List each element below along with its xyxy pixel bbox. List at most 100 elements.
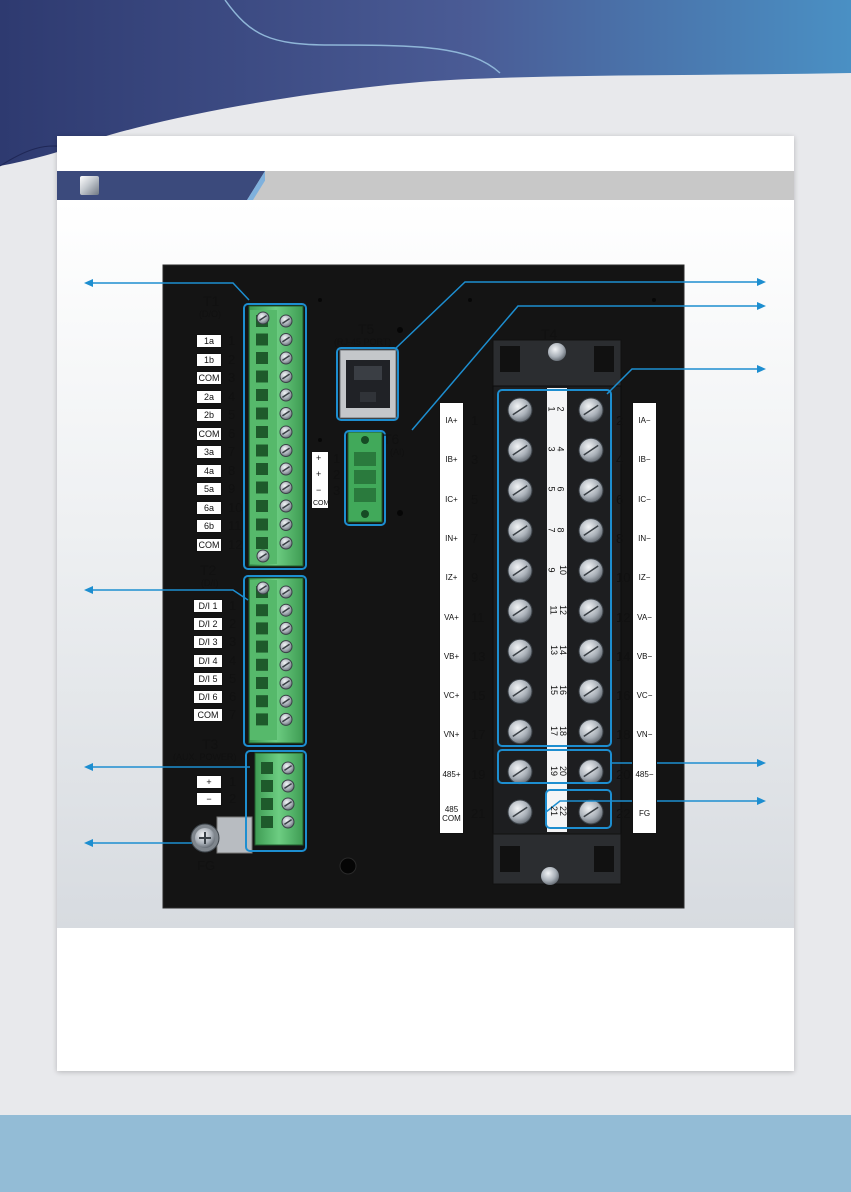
t1-terminal-label: COM <box>196 426 222 441</box>
t2-terminal-label: D/I 4 <box>193 653 223 668</box>
t3-subtitle: (AUX. POWER) <box>173 752 237 762</box>
wire-slot <box>256 370 268 383</box>
wire-slot <box>256 333 268 346</box>
wire-slot <box>256 695 268 708</box>
t1-terminal-number: 9 <box>228 481 236 496</box>
t4-right-terminal-label: VN− <box>636 730 653 740</box>
wire-slot <box>256 677 268 689</box>
t2-terminal-label: D/I 5 <box>193 671 223 686</box>
t1-terminal-label: COM <box>196 537 222 552</box>
t1-terminal-number: 10 <box>228 499 243 515</box>
t4-right-label-strip <box>632 402 657 834</box>
t3-terminal-block <box>254 752 304 846</box>
t4-strip-number: 16 <box>558 685 569 696</box>
t6-terminal-label: + <box>316 453 322 463</box>
wire-slot <box>256 407 268 420</box>
t1-terminal-label: 1a <box>196 334 222 348</box>
t4-left-terminal-number: 15 <box>471 688 486 704</box>
t5-subtitle: (RJ-45 PORT) <box>334 337 392 347</box>
t4-strip-number: 4 <box>555 446 566 452</box>
t6-terminal-label-strip <box>311 451 329 509</box>
wire-slot <box>256 658 268 671</box>
t4-left-terminal-label: VC+ <box>443 691 460 701</box>
wire-slot <box>256 640 268 653</box>
t4-left-terminal-label: IB+ <box>445 455 458 465</box>
t2-terminal-number: 5 <box>229 670 237 686</box>
t4-left-terminal-label: IN+ <box>445 533 458 543</box>
t4-strip-number: 8 <box>555 527 566 533</box>
t6-subtitle: (AI) <box>390 447 405 457</box>
t2-terminal-number: 2 <box>229 616 237 632</box>
fg-label: FG <box>197 858 216 873</box>
t4-left-terminal-label: IA+ <box>445 416 458 425</box>
t3-terminal-label: + <box>196 775 222 789</box>
t4-right-terminal-label: FG <box>638 809 651 818</box>
t2-terminal-number: 3 <box>229 634 237 650</box>
t1-terminal-label: COM <box>196 371 222 385</box>
t4-right-terminal-label: IC− <box>638 494 651 504</box>
wire-slot <box>256 713 268 726</box>
t4-left-terminal-label: 485 COM <box>442 805 461 823</box>
t6-terminal-number: 1 <box>333 451 341 466</box>
wire-slot <box>261 762 273 774</box>
t4-right-terminal-number: 18 <box>616 727 631 743</box>
t4-left-terminal-number: 7 <box>471 530 479 546</box>
wire-slot <box>256 389 268 401</box>
t2-title: T2 <box>200 562 217 578</box>
t4-right-terminal-label: IA− <box>638 416 651 425</box>
t2-terminal-block <box>248 577 304 744</box>
t2-highlight <box>243 575 307 747</box>
t4-rs485-highlight <box>497 749 612 784</box>
t4-right-terminal-label: IN− <box>638 533 651 543</box>
t3-terminal-label: − <box>196 792 222 806</box>
wire-slot <box>256 604 268 617</box>
title-tab <box>57 171 265 200</box>
t1-terminal-label: 6a <box>196 500 222 515</box>
t4-barrier-strip <box>492 339 622 885</box>
t4-left-terminal-number: 9 <box>471 570 479 586</box>
chassis-hole <box>339 857 357 875</box>
t4-left-terminal-number: 21 <box>471 806 486 821</box>
t2-terminal-number: 7 <box>229 707 237 723</box>
t1-terminal-label: 2b <box>196 408 222 422</box>
t4-left-terminal-label: 485+ <box>442 769 461 779</box>
t4-left-terminal-number: 11 <box>471 609 485 625</box>
wire-slot <box>261 780 273 792</box>
t4-main-highlight <box>497 389 612 747</box>
header-wave <box>0 0 851 166</box>
t1-terminal-number: 4 <box>228 388 236 404</box>
t3-title: T3 <box>202 736 219 752</box>
t4-strip-number: 18 <box>558 725 569 736</box>
wire-slot <box>256 426 268 438</box>
t4-strip-number: 22 <box>558 805 569 817</box>
wire-slot <box>256 518 268 531</box>
wire-slot <box>261 816 273 828</box>
t5-highlight <box>336 347 399 421</box>
t3-terminal-number: 1 <box>229 774 237 789</box>
t4-left-terminal-label: VN+ <box>443 730 460 740</box>
t1-title: T1 <box>203 293 220 309</box>
t1-terminal-label: 6b <box>196 519 222 533</box>
t3-highlight <box>245 750 307 852</box>
t4-left-terminal-number: 13 <box>471 648 486 664</box>
t4-strip-number: 9 <box>546 567 557 573</box>
t4-right-terminal-number: 20 <box>616 766 631 782</box>
wire-slot <box>261 798 273 810</box>
t6-terminal-label: − <box>316 485 322 495</box>
t1-highlight <box>243 303 307 570</box>
t1-terminal-number: 8 <box>228 462 236 478</box>
t4-right-terminal-number: 12 <box>616 609 631 625</box>
t5-title: T5 <box>358 321 375 337</box>
t2-subtitle: (D/I) <box>201 578 219 588</box>
t1-terminal-label: 5a <box>196 482 222 496</box>
t2-terminal-number: 4 <box>229 652 237 668</box>
t4-right-terminal-number: 4 <box>616 452 624 468</box>
t4-left-terminal-label: VA+ <box>444 612 459 622</box>
t1-terminal-number: 5 <box>228 407 236 422</box>
section-icon <box>80 176 99 195</box>
t4-right-terminal-label: IZ− <box>638 573 651 583</box>
t4-right-terminal-label: VC− <box>636 691 653 701</box>
t1-terminal-number: 2 <box>228 351 236 367</box>
t4-left-terminal-number: 17 <box>471 727 486 743</box>
